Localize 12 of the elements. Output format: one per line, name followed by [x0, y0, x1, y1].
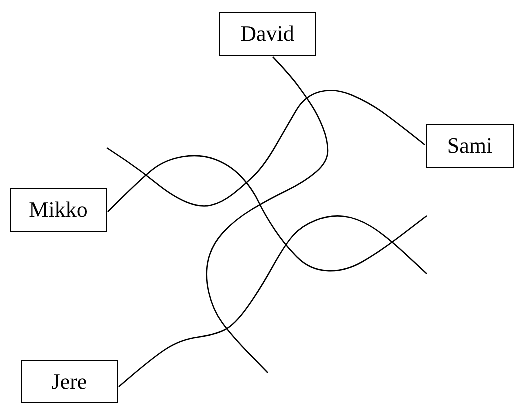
connector-line: [106, 90, 426, 207]
name-label: Sami: [447, 133, 493, 159]
name-box: [21, 360, 118, 403]
name-label: Jere: [52, 368, 88, 394]
connector-line: [108, 155, 428, 272]
connector-line: [118, 216, 428, 388]
name-label: David: [240, 21, 294, 47]
name-label: Mikko: [29, 197, 88, 223]
name-box: [426, 124, 514, 168]
connector-line: [206, 56, 329, 374]
name-box: [10, 188, 107, 232]
name-box: [219, 12, 316, 56]
